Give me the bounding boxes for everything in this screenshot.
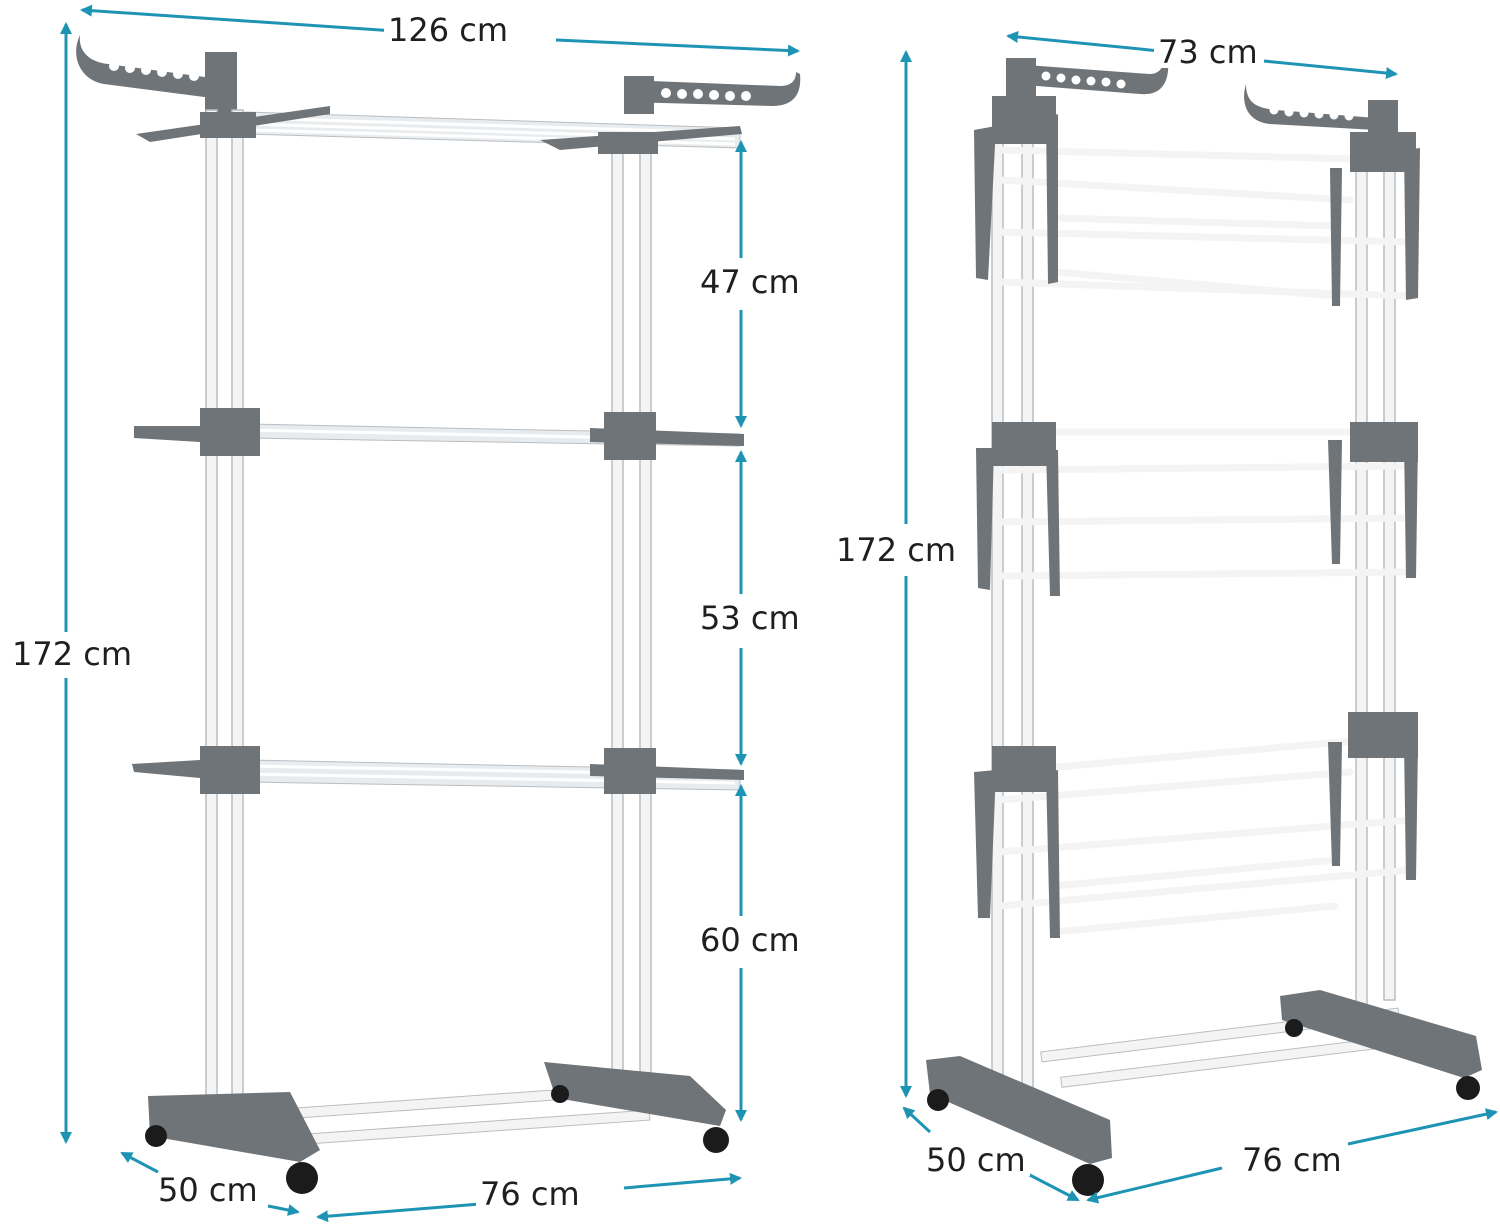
left-shelf-top <box>136 106 742 154</box>
left-rack <box>76 35 801 1194</box>
left-top-hanger-left <box>76 35 212 98</box>
left-shelf-lower <box>132 746 744 794</box>
right-tier-middle <box>976 422 1418 596</box>
right-width-label: 73 cm <box>1154 36 1262 68</box>
right-width-arrow-a <box>1006 31 1161 53</box>
right-rack-base <box>926 990 1482 1164</box>
tier-middle-label: 53 cm <box>696 602 804 634</box>
right-base-arrow-a <box>1086 1166 1223 1204</box>
left-depth-label: 50 cm <box>154 1174 262 1206</box>
tier-top-label: 47 cm <box>696 266 804 298</box>
left-top-hanger-block <box>205 52 237 112</box>
left-base-arrow-b <box>623 1172 742 1190</box>
right-depth-arrow-b <box>1023 1170 1080 1202</box>
right-base-arrow-b <box>1347 1108 1498 1146</box>
right-tier-top <box>974 96 1420 306</box>
right-top-hanger-right <box>1244 84 1376 130</box>
right-base-label: 76 cm <box>1238 1144 1346 1176</box>
left-top-hanger-right <box>626 72 801 106</box>
right-tier-lower <box>974 712 1418 938</box>
left-rack-wheels <box>145 1085 729 1194</box>
left-base-label: 76 cm <box>476 1178 584 1210</box>
right-rack <box>926 58 1482 1196</box>
left-rack-base <box>148 1062 726 1162</box>
left-depth-arrow-b <box>267 1204 300 1216</box>
dimension-arrows <box>60 4 1498 1223</box>
left-width-arrow-a <box>80 4 396 33</box>
right-width-arrow-b <box>1263 59 1398 79</box>
left-width-arrow-b <box>555 38 800 57</box>
left-depth-arrow-a <box>120 1151 159 1174</box>
right-depth-label: 50 cm <box>922 1144 1030 1176</box>
left-base-arrow-a <box>316 1202 481 1223</box>
left-height-label: 172 cm <box>8 638 137 670</box>
tier-bottom-label: 60 cm <box>696 924 804 956</box>
right-height-label: 172 cm <box>832 534 961 566</box>
right-rack-wheels <box>927 1019 1480 1196</box>
left-width-label: 126 cm <box>384 14 513 46</box>
left-rack-poles <box>205 109 652 1101</box>
right-top-hanger-left <box>1012 58 1169 95</box>
left-shelf-middle <box>134 408 744 460</box>
right-depth-arrow-a <box>902 1106 932 1134</box>
